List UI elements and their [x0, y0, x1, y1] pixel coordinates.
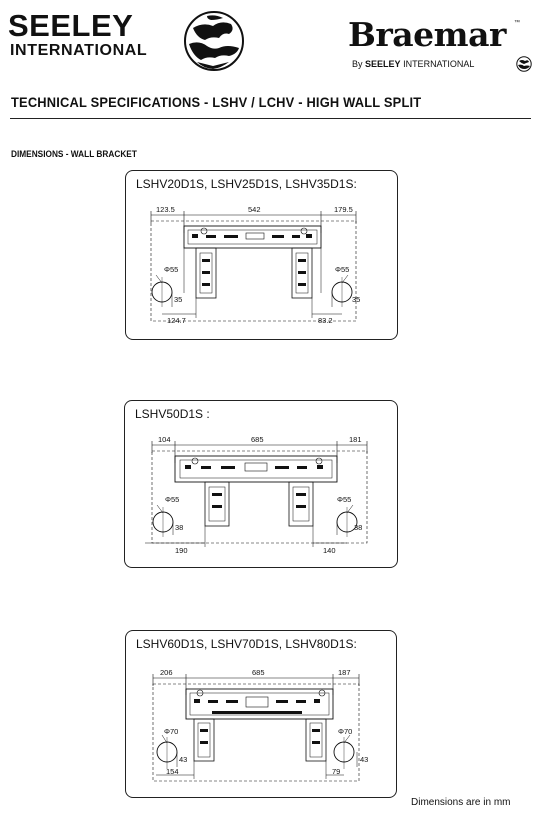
dim-center: 542 — [248, 205, 261, 214]
hole-right-diameter: Φ70 — [338, 727, 352, 736]
hole-right-diameter: Φ55 — [335, 265, 349, 274]
hole-left-diameter: Φ55 — [164, 265, 178, 274]
section-heading: DIMENSIONS - WALL BRACKET — [11, 149, 137, 159]
dim-center: 685 — [251, 435, 264, 444]
trademark: ™ — [514, 20, 520, 26]
hole-right-height: 35 — [352, 295, 360, 304]
bracket-drawing: 123.5 542 179.5 Φ55 Φ55 35 35 124.7 83.2 — [150, 205, 360, 325]
offset-right: 83.2 — [318, 316, 333, 325]
offset-left: 124.7 — [167, 316, 186, 325]
page-title: TECHNICAL SPECIFICATIONS - LSHV / LCHV -… — [11, 94, 422, 110]
dim-left: 104 — [158, 435, 171, 444]
hole-left-height: 38 — [175, 523, 183, 532]
bracket-diagram-2: LSHV50D1S : — [124, 400, 398, 568]
bracket-diagram-3: LSHV60D1S, LSHV70D1S, LSHV80D1S: — [125, 630, 397, 798]
byline-prefix: By — [352, 59, 363, 69]
hole-left-diameter: Φ55 — [165, 495, 179, 504]
byline-suffix: INTERNATIONAL — [403, 59, 475, 69]
hole-right-height: 43 — [360, 755, 368, 764]
hole-left-height: 43 — [179, 755, 187, 764]
hole-left-diameter: Φ70 — [164, 727, 178, 736]
dim-left: 123.5 — [156, 205, 175, 214]
bracket-drawing: 104 685 181 Φ55 Φ55 38 38 190 140 — [145, 435, 368, 555]
byline-brand: SEELEY — [365, 59, 401, 69]
partner-byline: By SEELEY INTERNATIONAL — [352, 59, 474, 70]
bracket-drawing: 206 685 187 Φ70 Φ70 43 43 154 79 — [152, 668, 368, 782]
units-footnote: Dimensions are in mm — [411, 797, 511, 808]
title-divider — [10, 118, 531, 119]
partner-brand: Braemar — [348, 15, 506, 54]
hole-left-height: 35 — [174, 295, 182, 304]
diagram-label: LSHV50D1S : — [135, 407, 210, 421]
offset-right: 140 — [323, 546, 336, 555]
hole-right-diameter: Φ55 — [337, 495, 351, 504]
dim-right: 179.5 — [334, 205, 353, 214]
dim-right: 181 — [349, 435, 362, 444]
braemar-logo: Braemar ™ By SEELEY INTERNATIONAL — [346, 18, 536, 76]
seeley-logo: SEELEY INTERNATIONAL — [8, 10, 248, 72]
brand-secondary: INTERNATIONAL — [10, 42, 148, 59]
globe-icon — [184, 11, 244, 71]
diagram-label: LSHV60D1S, LSHV70D1S, LSHV80D1S: — [136, 637, 357, 651]
offset-left: 190 — [175, 546, 188, 555]
mini-globe-icon — [516, 56, 532, 72]
bracket-diagram-1: LSHV20D1S, LSHV25D1S, LSHV35D1S: — [125, 170, 398, 340]
hole-right-height: 38 — [354, 523, 362, 532]
offset-right: 79 — [332, 767, 340, 776]
diagram-label: LSHV20D1S, LSHV25D1S, LSHV35D1S: — [136, 177, 357, 191]
offset-left: 154 — [166, 767, 179, 776]
brand-primary: SEELEY — [8, 8, 134, 43]
dim-left: 206 — [160, 668, 173, 677]
dim-right: 187 — [338, 668, 351, 677]
dim-center: 685 — [252, 668, 265, 677]
